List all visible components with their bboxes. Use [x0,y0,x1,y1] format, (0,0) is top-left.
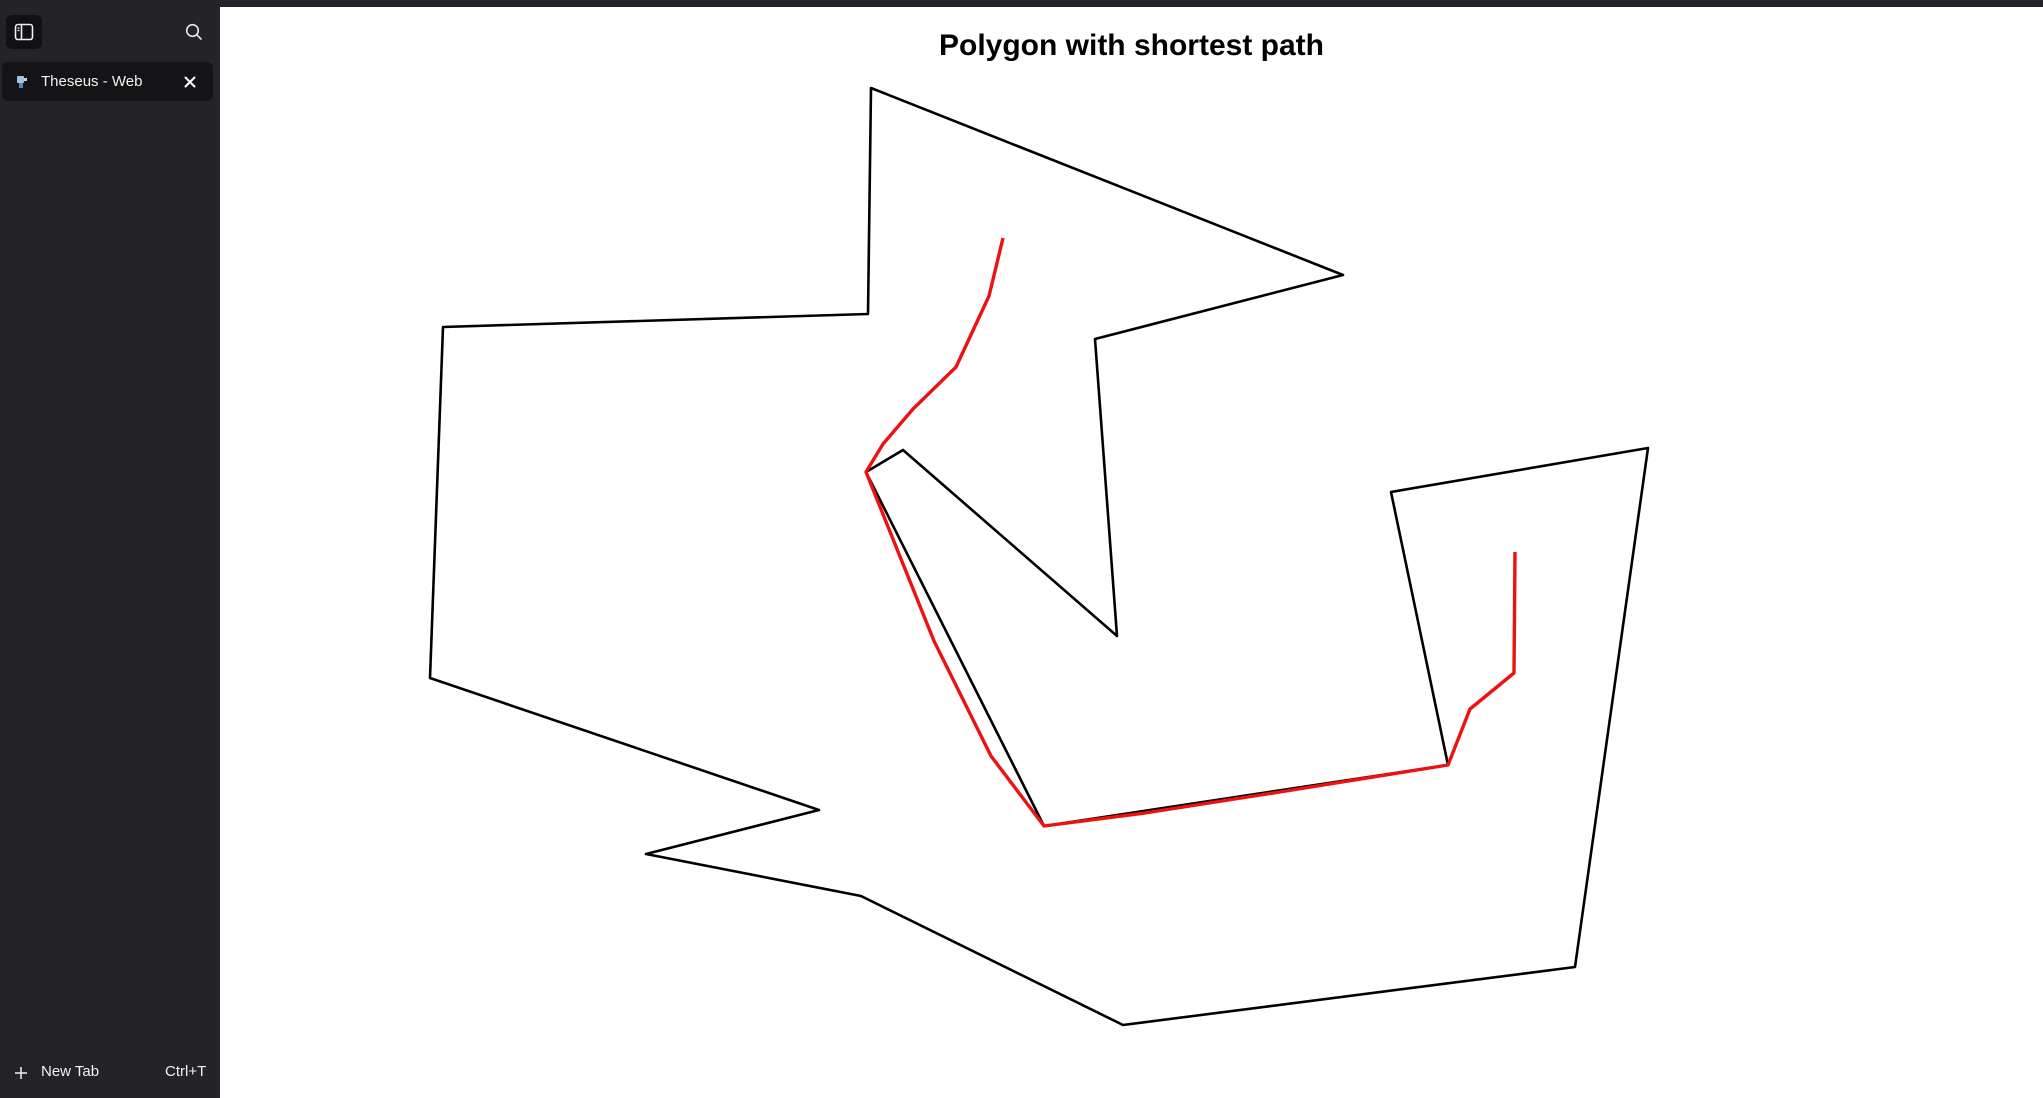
new-tab-label: New Tab [41,1063,100,1080]
page-content: Polygon with shortest path [220,7,2043,1098]
search-button[interactable] [182,20,206,44]
sidebar: Theseus - Web New Tab Ctrl+T [0,0,220,1098]
new-tab-shortcut: Ctrl+T [165,1063,207,1080]
shortest-path-line [864,237,1517,828]
tab-theseus-web[interactable]: Theseus - Web [2,62,213,101]
search-icon [185,23,202,40]
sidebar-panel-icon [14,23,34,41]
new-tab-button[interactable]: New Tab Ctrl+T [0,1060,220,1086]
close-icon[interactable] [182,74,198,90]
window-top-strip [0,0,2043,7]
tab-title: Theseus - Web [41,73,143,90]
plot-title: Polygon with shortest path [938,29,1324,62]
plus-icon [15,1067,27,1079]
sidebar-toggle-button[interactable] [6,15,42,49]
theseus-favicon-icon [17,76,27,88]
polygon-outline [428,86,1650,1027]
